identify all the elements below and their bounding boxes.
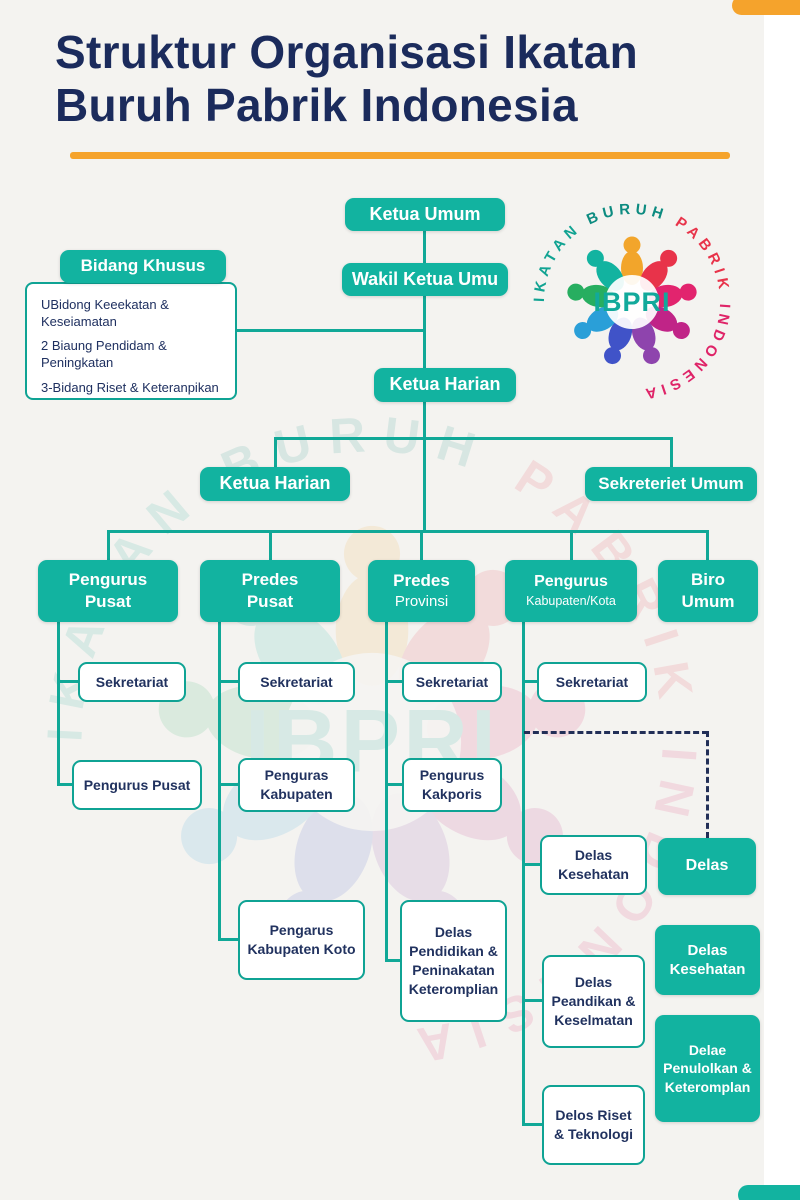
connector (385, 622, 388, 961)
bidang-item: 2 Biaung Pendidam & Peningkatan (41, 338, 167, 371)
node-pengarus-kabupaten-koto: Pengarus Kabupaten Koto (238, 900, 365, 980)
node-sekretariat-2: Sekretariat (238, 662, 355, 702)
connector (420, 530, 423, 560)
connector (269, 530, 272, 560)
node-delos-riset-teknologi: Delos Riset & Teknologi (542, 1085, 645, 1165)
connector (57, 680, 80, 683)
teal-corner-accent (738, 1185, 800, 1200)
bidang-item: 3-Bidang Riset & Keteranpikan (41, 379, 219, 395)
bidang-khusus-list: UBidong Keeekatan & Keseiamatan 2 Biaung… (25, 282, 237, 400)
connector (570, 530, 573, 560)
title-underline (70, 152, 730, 159)
connector-dashed (524, 731, 708, 734)
node-sekretariat-1: Sekretariat (78, 662, 186, 702)
node-delas: Delas (658, 838, 756, 895)
connector (423, 231, 426, 263)
connector (522, 1123, 544, 1126)
node-delas-peandikan: Delas Peandikan & Keselmatan (542, 955, 645, 1048)
node-delae-penulolkan: Delae Penulolkan & Keteromplan (655, 1015, 760, 1122)
right-margin-strip (764, 0, 800, 1200)
node-ketua-umum: Ketua Umum (345, 198, 505, 231)
connector (522, 999, 544, 1002)
orange-corner-accent (732, 0, 800, 15)
connector (218, 680, 240, 683)
node-ketua-harian-left: Ketua Harian (200, 467, 350, 501)
connector (218, 938, 240, 941)
connector-dashed (706, 731, 709, 838)
bidang-item: UBidong Keeekatan & Keseiamatan (41, 297, 169, 330)
node-sekretariat-4: Sekretariat (537, 662, 647, 702)
connector (423, 437, 426, 530)
connector (423, 296, 426, 368)
node-wakil-ketua-umum: Wakil Ketua Umu (342, 263, 508, 296)
node-sekreteriet-umum: Sekreteriet Umum (585, 467, 757, 501)
connector (107, 530, 708, 533)
ibpri-logo-badge (530, 200, 734, 403)
node-delas-pendidikan: Delas Pendidikan & Peninakatan Keterompl… (400, 900, 507, 1022)
connector (423, 401, 426, 437)
node-delas-kesehatan-white: Delas Kesehatan (540, 835, 647, 895)
node-penguras-kabupaten: Penguras Kabupaten (238, 758, 355, 812)
node-ketua-harian-center: Ketua Harian (374, 368, 516, 402)
connector (274, 437, 673, 440)
node-delas-kesehatan-teal: Delas Kesehatan (655, 925, 760, 995)
node-pengurus-pusat-child: Pengurus Pusat (72, 760, 202, 810)
connector (237, 329, 423, 332)
connector (670, 437, 673, 467)
connector (522, 863, 542, 866)
connector (274, 437, 277, 467)
page-title: Struktur Organisasi Ikatan Buruh Pabrik … (55, 26, 638, 132)
connector (57, 622, 60, 785)
node-bidang-khusus: Bidang Khusus (60, 250, 226, 283)
connector (107, 530, 110, 560)
connector (218, 622, 221, 940)
connector (218, 783, 240, 786)
node-pengurus-kakporis: Pengurus Kakporis (402, 758, 502, 812)
connector (706, 530, 709, 560)
connector (522, 622, 525, 1125)
node-sekretariat-3: Sekretariat (402, 662, 502, 702)
